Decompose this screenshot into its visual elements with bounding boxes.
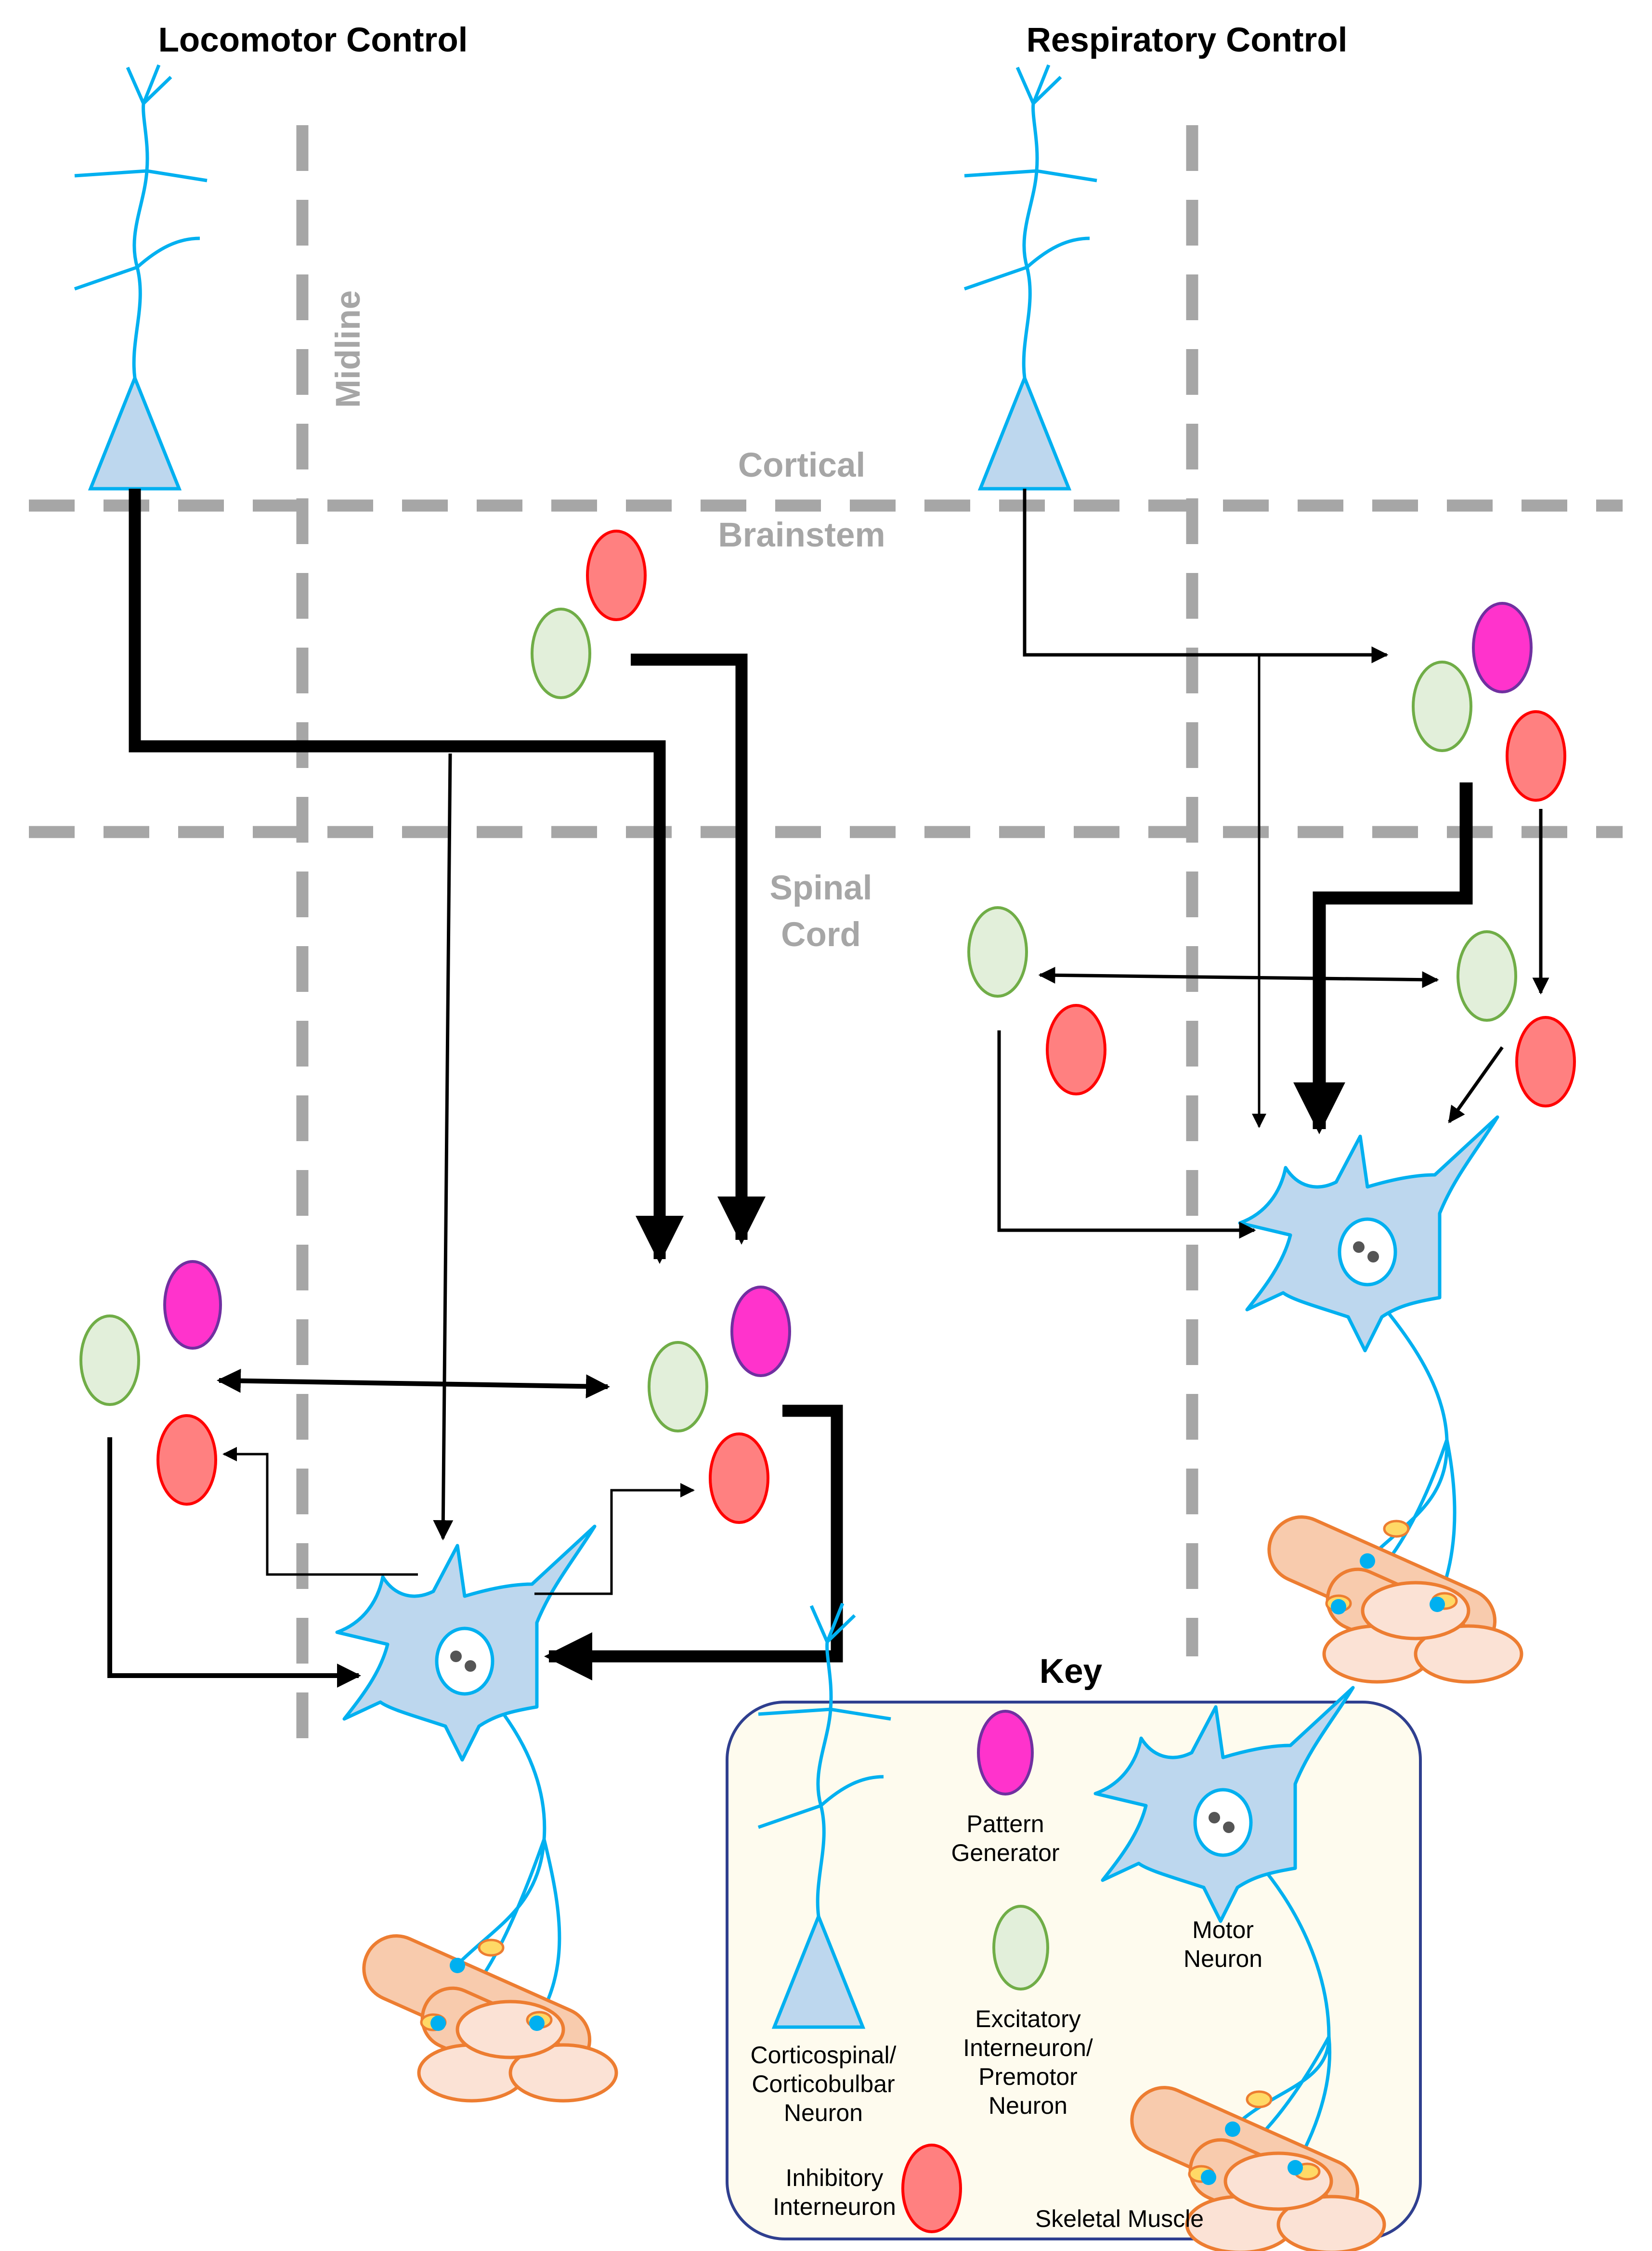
key-corticospinal-label-3: Neuron [784,2099,863,2126]
key-motor-neuron-label-1: Motor [1192,1916,1254,1943]
key-corticospinal-label-2: Corticobulbar [752,2070,895,2097]
respiratory-arrows [997,489,1549,1239]
key-excitatory-icon [992,1905,1049,1991]
right-pattern-generator [730,1286,791,1377]
brainstem-inhibitory-interneuron [586,530,647,621]
key-pattern-generator-label-1: Pattern [966,1810,1044,1837]
left-excitatory-interneuron [79,1314,140,1406]
key-inhibitory-label-2: Interneuron [773,2193,896,2220]
brainstem-pattern-generator [1472,602,1533,693]
key-excitatory-label-1: Excitatory [975,2005,1081,2032]
respiratory-skeletal-muscle [1259,1507,1522,1682]
left-pattern-generator [163,1260,222,1350]
locomotor-panel [75,65,843,2101]
key-title: Key [1040,1652,1103,1691]
corticospinal-neuron-locomotor [75,65,207,489]
key-excitatory-label-3: Premotor [978,2063,1078,2090]
locomotor-motor-neuron [337,1526,595,1760]
left-spinal-inhibitory-interneuron [1046,1004,1106,1095]
cortical-label: Cortical [738,446,865,484]
key-pattern-generator-label-2: Generator [951,1839,1059,1866]
midline-label: Midline [329,290,367,408]
left-spinal-excitatory-interneuron [967,906,1028,998]
respiratory-title: Respiratory Control [1027,21,1348,59]
spinal-label-line2: Cord [781,916,861,954]
locomotor-skeletal-muscle [353,1926,616,2101]
key-motor-neuron-label-2: Neuron [1184,1945,1262,1972]
key-inhibitory-icon [901,2144,962,2233]
brainstem-label: Brainstem [718,516,885,554]
locomotor-title: Locomotor Control [158,21,468,59]
left-inhibitory-interneuron [156,1414,217,1506]
right-spinal-excitatory-interneuron [1457,930,1517,1022]
key-corticospinal-label-1: Corticospinal/ [751,2042,897,2069]
key-excitatory-label-2: Interneuron/ [963,2034,1093,2061]
right-inhibitory-interneuron [709,1432,769,1524]
respiratory-motor-neuron [1240,1117,1497,1351]
key-panel: Key Corticospinal/ Corticobulbar Neuron … [726,1603,1422,2251]
brainstem-excitatory-interneuron [531,608,591,699]
right-excitatory-interneuron [648,1341,708,1432]
spinal-label-line1: Spinal [769,869,872,907]
key-skeletal-muscle-label: Skeletal Muscle [1035,2205,1204,2232]
brainstem-premotor-neuron [1412,661,1472,752]
key-inhibitory-label-1: Inhibitory [786,2164,884,2191]
key-axon-terminals [1201,2121,1303,2185]
right-spinal-inhibitory-interneuron [1515,1016,1576,1107]
corticobulbar-neuron-respiratory [964,65,1097,489]
brainstem-inhibitory-neuron [1506,710,1566,802]
key-excitatory-label-4: Neuron [989,2092,1067,2119]
guide-lines [29,125,1623,1753]
locomotor-arrows [107,489,843,1688]
key-pattern-generator-icon [977,1710,1034,1796]
respiratory-axon-terminals [1331,1553,1445,1614]
respiratory-panel [964,65,1576,1682]
locomotor-axon-terminals [430,1958,545,2031]
